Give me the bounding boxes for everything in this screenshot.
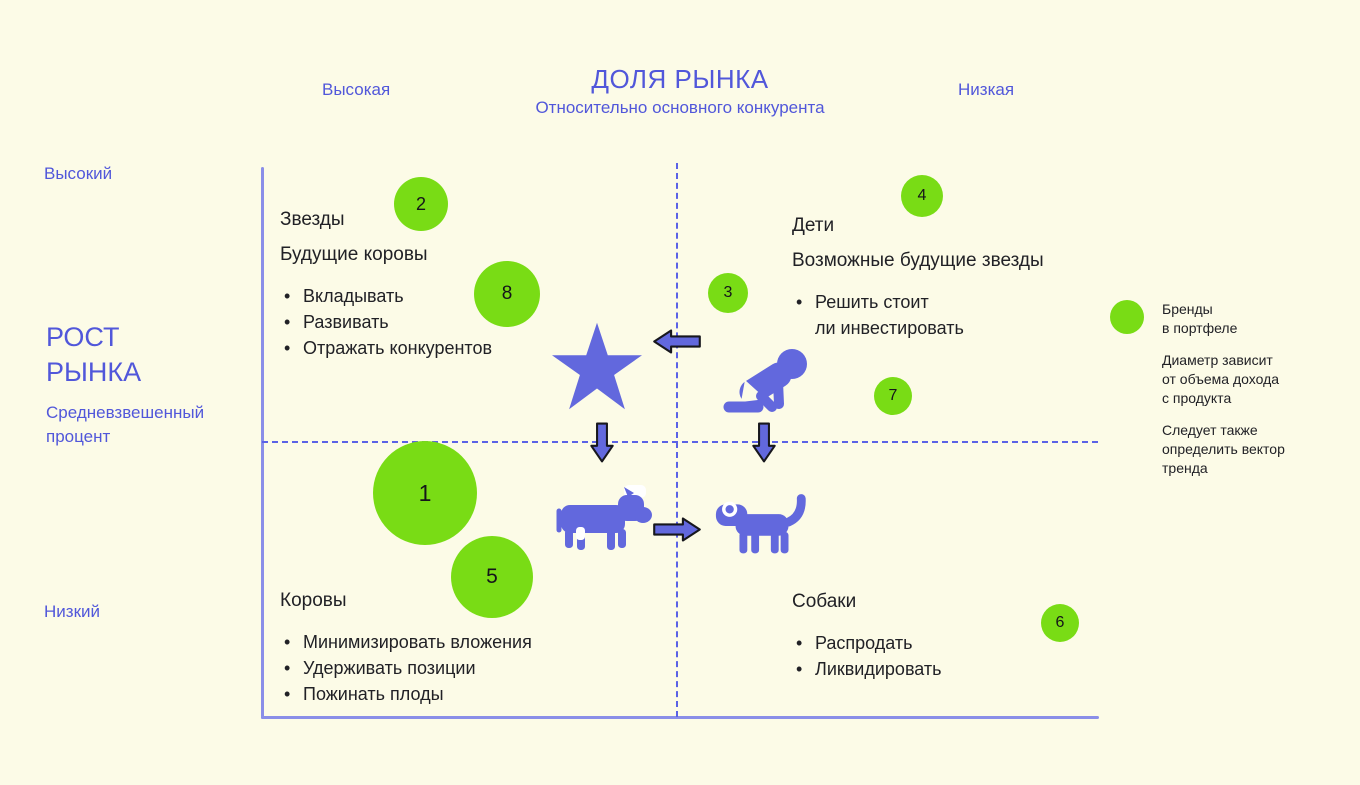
bullet-item: Вкладывать [280, 283, 492, 309]
bullet-item: Решить стоит ли инвестировать [792, 289, 1044, 341]
legend-item-brands: Бренды в портфеле [1162, 301, 1238, 336]
bullet-item: Минимизировать вложения [280, 629, 532, 655]
bullet-item: Ликвидировать [792, 656, 942, 682]
brand-bubble: 2 [394, 177, 448, 231]
brand-bubble: 8 [474, 261, 540, 327]
horizontal-divider-dashed [262, 441, 1098, 443]
x-axis-subtitle: Относительно основного конкурента [535, 98, 825, 117]
bullet-item: Пожинать плоды [280, 681, 532, 707]
quadrant-stars-bullets: Вкладывать Развивать Отражать конкуренто… [280, 283, 492, 361]
quadrant-stars-subheading: Будущие коровы [280, 244, 428, 265]
arrow-right-icon [651, 516, 703, 543]
brand-bubble: 3 [708, 273, 748, 313]
brand-bubble: 7 [874, 377, 912, 415]
quadrant-children-bullets: Решить стоит ли инвестировать [792, 289, 1044, 341]
quadrant-stars-heading: Звезды [280, 209, 345, 230]
brand-bubble: 1 [373, 441, 477, 545]
brand-bubble: 6 [1041, 604, 1079, 642]
legend-bubble-icon [1110, 300, 1144, 334]
x-axis-left-label: Высокая [322, 80, 391, 99]
legend-item-trend: Следует также определить вектор тренда [1162, 422, 1285, 476]
y-axis-bottom-label: Низкий [44, 602, 100, 621]
x-axis-line [261, 716, 1099, 719]
vertical-divider-dashed [676, 163, 678, 717]
brand-bubble: 4 [901, 175, 943, 217]
quadrant-dogs-heading: Собаки [792, 591, 857, 612]
quadrant-cows-heading: Коровы [280, 590, 347, 611]
baby-icon [712, 344, 812, 416]
quadrant-children: Дети Возможные будущие звезды Решить сто… [792, 215, 1044, 341]
y-axis-line [261, 167, 264, 719]
y-axis-subtitle: Средневзвешенный процент [46, 403, 205, 446]
dog-icon [712, 490, 814, 556]
quadrant-children-subheading: Возможные будущие звезды [792, 250, 1044, 271]
quadrant-cows-bullets: Минимизировать вложения Удерживать позиц… [280, 629, 532, 707]
star-icon [552, 322, 642, 410]
bullet-item: Развивать [280, 309, 492, 335]
legend-item-diameter: Диаметр зависит от объема дохода с проду… [1162, 352, 1280, 406]
bullet-item: Отражать конкурентов [280, 335, 492, 361]
bullet-item: Распродать [792, 630, 942, 656]
arrow-left-icon [651, 328, 703, 355]
quadrant-children-heading: Дети [792, 215, 835, 236]
x-axis-title: ДОЛЯ РЫНКА [591, 64, 769, 94]
y-axis-title: РОСТ РЫНКА [46, 322, 142, 387]
arrow-down-icon [588, 420, 616, 465]
arrow-down-icon [750, 420, 778, 465]
legend: Бренды в портфеле Диаметр зависит от объ… [1162, 300, 1322, 491]
y-axis-top-label: Высокий [44, 164, 113, 183]
brand-bubble: 5 [451, 536, 533, 618]
bullet-item: Удерживать позиции [280, 655, 532, 681]
quadrant-stars: Звезды Будущие коровы Вкладывать Развива… [280, 209, 492, 361]
quadrant-dogs: Собаки Распродать Ликвидировать [792, 591, 942, 682]
quadrant-dogs-bullets: Распродать Ликвидировать [792, 630, 942, 682]
cow-icon [552, 485, 652, 555]
quadrant-cows: Коровы Минимизировать вложения Удерживат… [280, 590, 532, 707]
x-axis-right-label: Низкая [958, 80, 1015, 99]
